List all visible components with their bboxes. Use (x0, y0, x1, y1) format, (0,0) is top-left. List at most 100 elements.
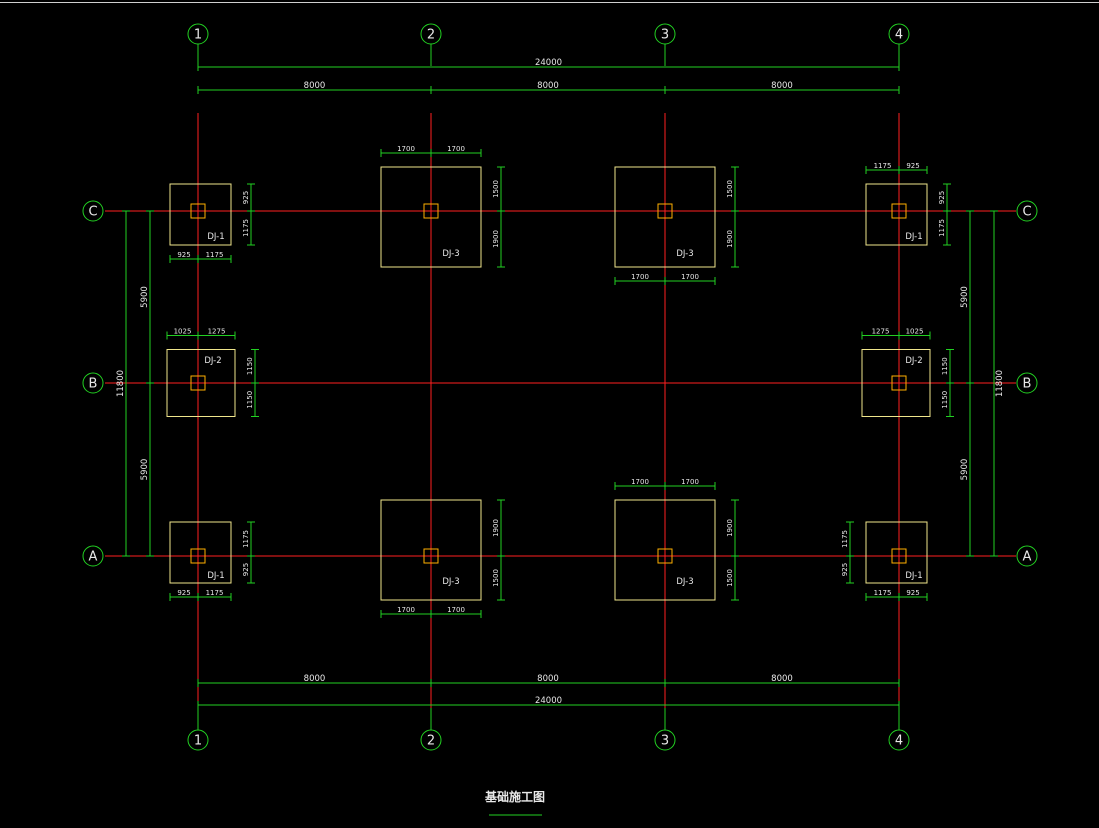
footing-dj-1-1C-hdim-text-1: 925 (177, 251, 190, 259)
footing-dj-3-3C-hdim-text-1: 1700 (631, 273, 649, 281)
footing-dj-3-3A-hdim-text-2: 1700 (681, 478, 699, 486)
dim-bottom-spans-text-2: 8000 (771, 674, 793, 684)
dim-bottom-spans-text-1: 8000 (537, 674, 559, 684)
footing-dj-2-4B-column (891, 375, 907, 391)
footing-dj-1-4C-hdim-text-1: 1175 (874, 162, 892, 170)
footing-dj-1-4A (865, 521, 928, 584)
footing-dj-1-4C (865, 183, 928, 246)
footing-dj-1-4C-hdim-text-2: 925 (906, 162, 919, 170)
dim-top-spans-text-2: 8000 (771, 81, 793, 91)
axis-bubble-top-3-circle (654, 23, 676, 45)
axis-bubble-top-1-circle (187, 23, 209, 45)
footing-dj-1-4C-vdim-text-1: 925 (938, 191, 946, 204)
footing-dj-3-3A-vdim-text-1: 1900 (726, 519, 734, 537)
drawing-title-block: 基础施工图 (484, 789, 545, 816)
dim-top-spans-text-1: 8000 (537, 81, 559, 91)
footing-dj-3-2C-hdim-text-1: 1700 (397, 145, 415, 153)
footing-dj-3-2C-column (423, 203, 439, 219)
footing-dj-1-4A-hdim-text-2: 925 (906, 589, 919, 597)
axis-bubble-bottom-1-label: 1 (194, 734, 202, 749)
dim-bottom-total-text-0: 24000 (535, 696, 562, 706)
footing-dj-3-3C-hdim-text-2: 1700 (681, 273, 699, 281)
footing-dj-2-4B-hdim-text-1: 1275 (872, 328, 890, 336)
footing-dj-3-3A (614, 499, 716, 601)
footing-dj-3-2A-vdim-text-1: 1900 (492, 519, 500, 537)
footing-dj-1-1C-column (190, 203, 206, 219)
footing-dj-3-2C-hdim-text-2: 1700 (447, 145, 465, 153)
footing-dj-1-1C (169, 183, 232, 246)
footing-dj-3-3C-vdim-text-1: 1500 (726, 180, 734, 198)
footing-dj-1-4C-column (891, 203, 907, 219)
footing-dj-3-3A-vdim-text-2: 1500 (726, 569, 734, 587)
axis-bubble-left-C-label: C (88, 205, 97, 220)
footing-dj-3-3C-column (657, 203, 673, 219)
footing-dj-3-3C-label: DJ-3 (676, 249, 693, 259)
footing-dj-1-1A-label: DJ-1 (207, 571, 224, 581)
footing-dj-1-1C-vdim-text-2: 1175 (242, 219, 250, 237)
footing-dj-2-4B-vdim-text-2: 1150 (941, 391, 949, 409)
axis-lines (105, 113, 1016, 730)
drawing-title: 基础施工图 (484, 789, 545, 804)
axis-bubble-left-C-circle (82, 200, 104, 222)
axis-bubble-bottom-3-circle (654, 729, 676, 751)
footing-dj-2-1B-vdim-text-1: 1150 (246, 357, 254, 375)
dim-right-total-text-0: 11800 (995, 370, 1005, 397)
footing-dj-3-3A-hdim-text-1: 1700 (631, 478, 649, 486)
footing-dj-3-2C-vdim-text-1: 1500 (492, 180, 500, 198)
dim-left-total-text-0: 11800 (116, 370, 126, 397)
footing-dj-2-4B-label: DJ-2 (905, 356, 922, 366)
axis-bubble-right-A-circle (1016, 545, 1038, 567)
axis-bubble-top-2-circle (420, 23, 442, 45)
axis-bubble-right-C-circle (1016, 200, 1038, 222)
axis-bubble-bottom-3-label: 3 (661, 734, 669, 749)
axis-bubble-left-A-label: A (89, 550, 98, 565)
axis-bubble-bottom-1-circle (187, 729, 209, 751)
axis-bubble-top-4-circle (888, 23, 910, 45)
axis-bubble-right-B-label: B (1023, 377, 1032, 392)
axis-bubble-bottom-4-circle (888, 729, 910, 751)
footing-dj-1-4C-label: DJ-1 (905, 232, 922, 242)
footing-dj-1-1A (169, 521, 232, 584)
axis-bubble-top-3-label: 3 (661, 28, 669, 43)
footing-dj-1-1C-hdim-text-2: 1175 (206, 251, 224, 259)
footing-dj-2-1B-column (190, 375, 206, 391)
footing-dj-3-2A (380, 499, 482, 601)
footing-dj-1-1A-vdim-text-1: 1175 (242, 530, 250, 548)
axis-bubble-left-B-label: B (89, 377, 98, 392)
footing-dj-3-2A-hdim-text-2: 1700 (447, 606, 465, 614)
footing-dj-1-1C-label: DJ-1 (207, 232, 224, 242)
footing-dj-1-1C-vdim-text-1: 925 (242, 191, 250, 204)
footing-dj-2-1B-vdim-text-2: 1150 (246, 391, 254, 409)
footing-dj-2-4B-hdim-text-2: 1025 (906, 328, 924, 336)
footing-dj-1-1A-vdim-text-2: 925 (242, 563, 250, 576)
axis-bubble-bottom-2-label: 2 (427, 734, 435, 749)
footing-dj-1-4A-vdim-text-2: 925 (841, 563, 849, 576)
dim-bottom-spans-text-0: 8000 (304, 674, 326, 684)
axis-bubble-right-B-circle (1016, 372, 1038, 394)
footing-dj-1-1A-column (190, 548, 206, 564)
axis-bubble-top-2-label: 2 (427, 28, 435, 43)
footing-dj-3-2C-label: DJ-3 (442, 249, 459, 259)
footing-dj-2-4B (861, 349, 931, 417)
dim-right-spans-text-0: 5900 (960, 286, 970, 308)
axis-bubble-right-C-label: C (1022, 205, 1031, 220)
dim-left-spans-text-1: 5900 (140, 459, 150, 481)
footing-dj-1-4A-column (891, 548, 907, 564)
footing-dj-2-1B (166, 349, 236, 417)
footing-dj-1-4A-label: DJ-1 (905, 571, 922, 581)
footing-dj-3-2A-column (423, 548, 439, 564)
footing-dj-2-4B-vdim-text-1: 1150 (941, 357, 949, 375)
footing-dj-3-3C-vdim-text-2: 1900 (726, 230, 734, 248)
axis-bubble-left-B-circle (82, 372, 104, 394)
dim-top-spans-text-0: 8000 (304, 81, 326, 91)
footing-dj-2-1B-hdim-text-1: 1025 (174, 328, 192, 336)
dim-left-spans-text-0: 5900 (140, 286, 150, 308)
footing-dj-3-3A-column (657, 548, 673, 564)
axis-bubble-top-4-label: 4 (895, 28, 903, 43)
footing-dj-3-2A-label: DJ-3 (442, 577, 459, 587)
footing-dj-1-4C-vdim-text-2: 1175 (938, 219, 946, 237)
